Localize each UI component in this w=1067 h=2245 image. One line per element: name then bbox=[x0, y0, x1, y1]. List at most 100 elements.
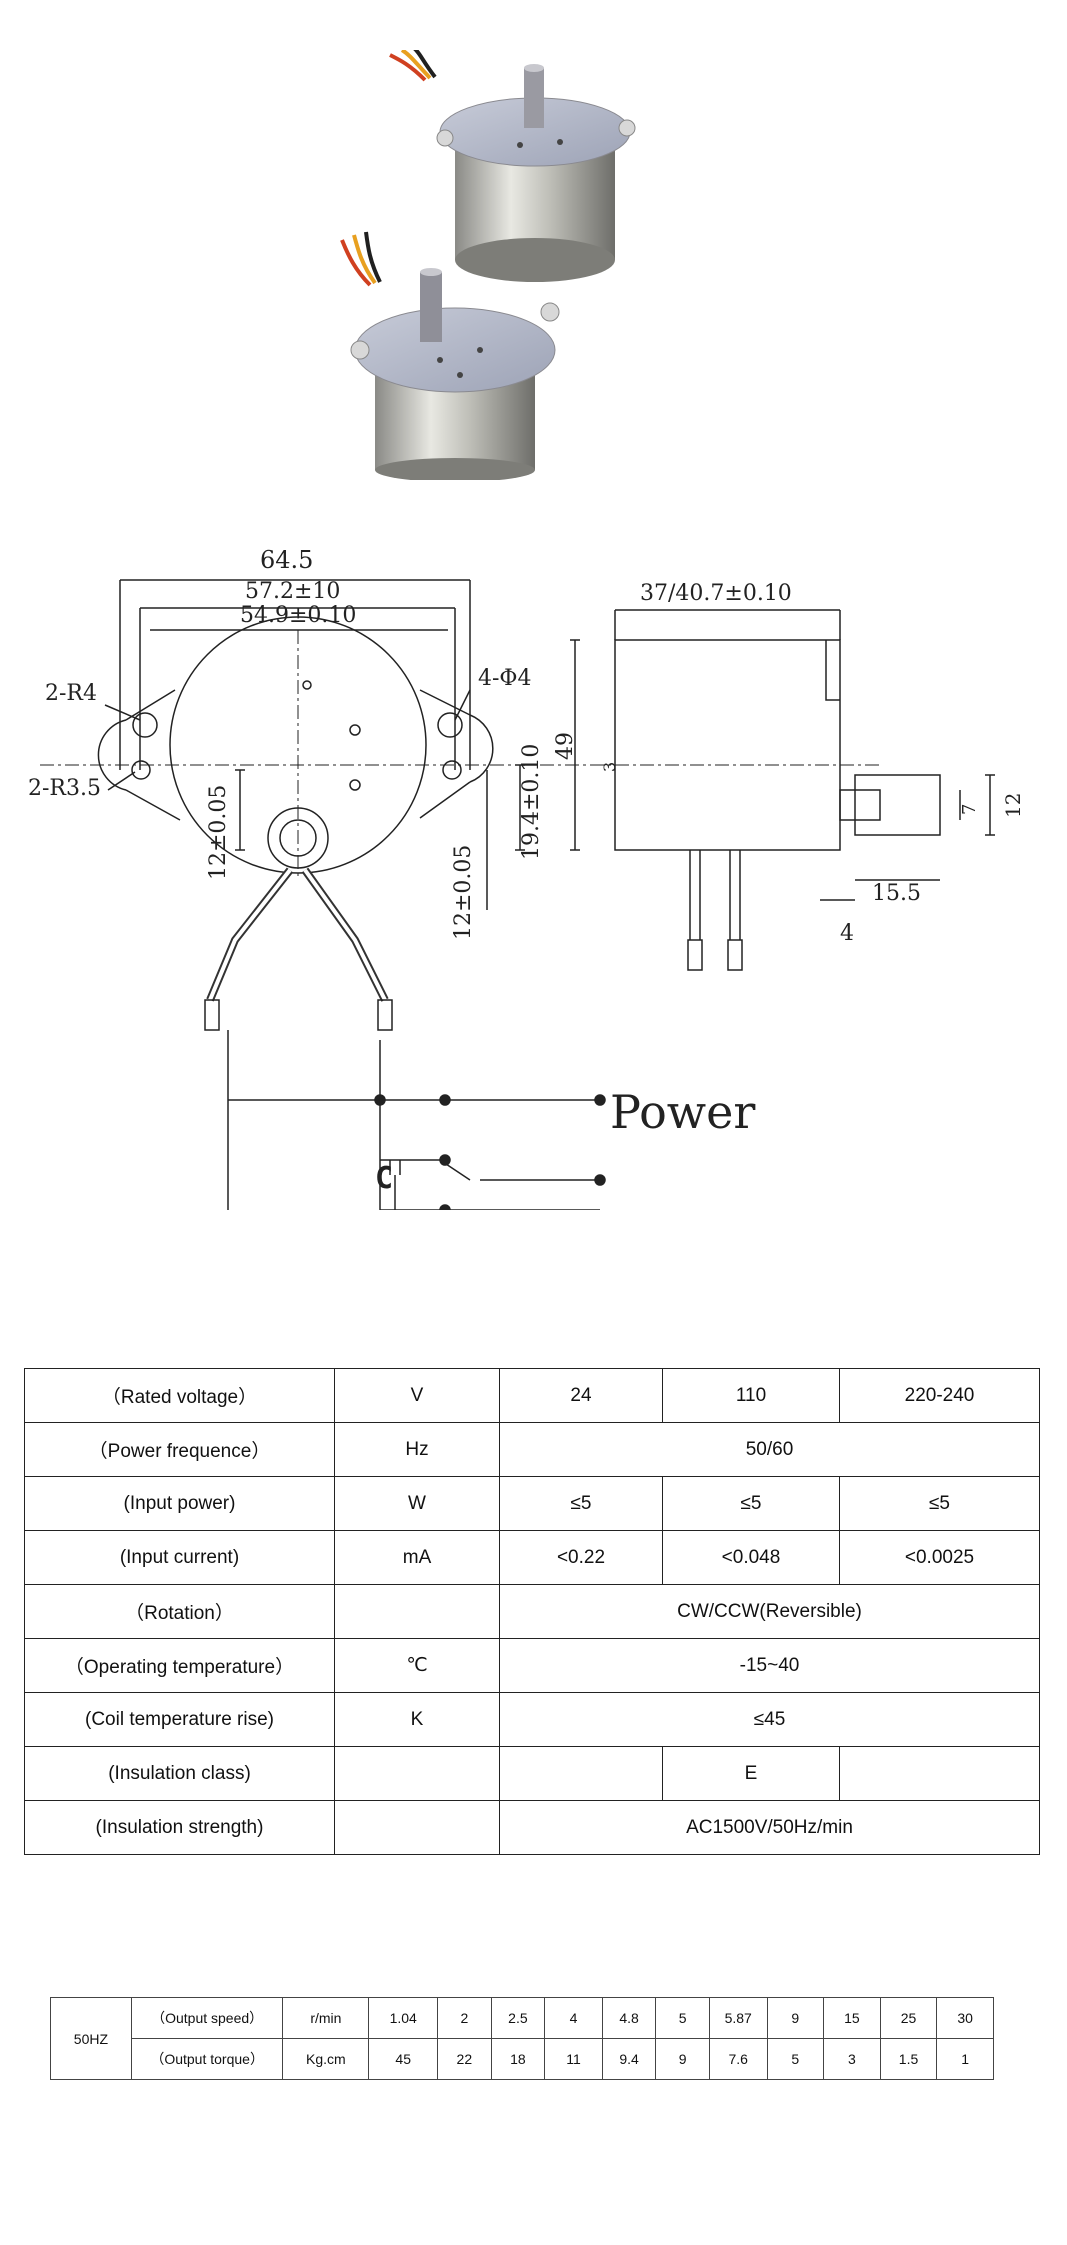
param-cell: (Input current) bbox=[24, 1530, 335, 1585]
unit-cell bbox=[334, 1746, 500, 1801]
value-cell: 220-240 bbox=[839, 1368, 1040, 1423]
dim-depth: 37/40.7±0.10 bbox=[640, 581, 792, 606]
dim-base: 4 bbox=[840, 921, 854, 946]
front-view bbox=[40, 579, 880, 1031]
dim-shaft-flat: 12 bbox=[1001, 793, 1025, 818]
dim-inner-span: 54.9±0.10 bbox=[240, 603, 356, 628]
value-cell: AC1500V/50Hz/min bbox=[499, 1800, 1040, 1855]
side-view bbox=[570, 609, 995, 971]
value-cell: -15~40 bbox=[499, 1638, 1040, 1693]
table-row: （Operating temperature） ℃ -15~40 bbox=[24, 1638, 1040, 1693]
motor-photo-top bbox=[389, 50, 636, 282]
table-row: （Rated voltage） V 24 110 220-240 bbox=[24, 1368, 1040, 1423]
value-cell: <0.22 bbox=[499, 1530, 663, 1585]
param-cell: （Operating temperature） bbox=[24, 1638, 335, 1693]
table-row: (Coil temperature rise) K ≤45 bbox=[24, 1692, 1040, 1747]
value-cell: ≤45 bbox=[499, 1692, 1040, 1747]
motor-photos bbox=[340, 50, 636, 480]
unit-cell: Hz bbox=[334, 1422, 500, 1477]
unit-cell: V bbox=[334, 1368, 500, 1423]
dim-lower-offset: 12±0.05 bbox=[451, 845, 476, 940]
value-cell: 50/60 bbox=[499, 1422, 1040, 1477]
dim-shaft-dia: 7 bbox=[959, 804, 980, 815]
param-cell: (Coil temperature rise) bbox=[24, 1692, 335, 1747]
param-cell: (Insulation strength) bbox=[24, 1800, 335, 1855]
speed-value: 2 bbox=[437, 1997, 492, 2039]
dim-height: 49 bbox=[553, 732, 578, 760]
value-cell: <0.048 bbox=[662, 1530, 840, 1585]
speed-value: 4.8 bbox=[601, 1997, 657, 2039]
speed-value: 30 bbox=[936, 1997, 994, 2039]
speed-label: （Output speed） bbox=[130, 1997, 284, 2039]
torque-value: 45 bbox=[368, 2038, 439, 2080]
value-cell: CW/CCW(Reversible) bbox=[499, 1584, 1040, 1639]
param-cell: （Rated voltage） bbox=[24, 1368, 335, 1423]
unit-cell: mA bbox=[334, 1530, 500, 1585]
dim-hole-dia: 4-Φ4 bbox=[478, 666, 531, 691]
value-cell: ≤5 bbox=[499, 1476, 663, 1531]
param-cell: （Power frequence） bbox=[24, 1422, 335, 1477]
speed-value: 5 bbox=[655, 1997, 710, 2039]
torque-value: 1.5 bbox=[879, 2038, 938, 2080]
param-cell: (Input power) bbox=[24, 1476, 335, 1531]
table-row: (Insulation strength) AC1500V/50Hz/min bbox=[24, 1800, 1040, 1855]
torque-value: 5 bbox=[766, 2038, 825, 2080]
speed-unit: r/min bbox=[282, 1997, 370, 2039]
table-row: (Input current) mA <0.22 <0.048 <0.0025 bbox=[24, 1530, 1040, 1585]
table-row: （Rotation） CW/CCW(Reversible) bbox=[24, 1584, 1040, 1639]
speed-value: 5.87 bbox=[708, 1997, 768, 2039]
torque-value: 11 bbox=[544, 2038, 603, 2080]
dim-small: 3 bbox=[600, 762, 619, 772]
dim-height-offset: 19.4±0.10 bbox=[519, 744, 544, 860]
speed-value: 2.5 bbox=[490, 1997, 546, 2039]
torque-unit: Kg.cm bbox=[282, 2038, 370, 2080]
dim-shaft-length: 15.5 bbox=[872, 881, 921, 906]
torque-label: （Output torque） bbox=[130, 2038, 284, 2080]
dim-hole-span: 57.2±10 bbox=[245, 579, 340, 604]
table-row: (Insulation class) E bbox=[24, 1746, 1040, 1801]
dim-overall-width: 64.5 bbox=[260, 546, 313, 574]
power-label: Power bbox=[610, 1085, 755, 1139]
speed-value: 1.04 bbox=[368, 1997, 439, 2039]
torque-value: 9.4 bbox=[601, 2038, 657, 2080]
technical-drawing: 64.5 57.2±10 54.9±0.10 2-R4 2-R3.5 4-Φ4 … bbox=[28, 546, 1025, 1210]
speed-value: 4 bbox=[544, 1997, 603, 2039]
table-row: (Input power) W ≤5 ≤5 ≤5 bbox=[24, 1476, 1040, 1531]
torque-value: 9 bbox=[655, 2038, 710, 2080]
motor-photo-bottom bbox=[340, 231, 560, 480]
table-row: （Power frequence） Hz 50/60 bbox=[24, 1422, 1040, 1477]
capacitor-label: C bbox=[375, 1161, 393, 1196]
value-cell: ≤5 bbox=[839, 1476, 1040, 1531]
unit-cell bbox=[334, 1800, 500, 1855]
dim-radius-large: 2-R4 bbox=[45, 681, 97, 706]
torque-value: 1 bbox=[936, 2038, 994, 2080]
torque-row: （Output torque） Kg.cm 45 22 18 11 9.4 9 … bbox=[51, 2038, 994, 2080]
torque-value: 3 bbox=[823, 2038, 881, 2080]
value-cell: E bbox=[662, 1746, 840, 1801]
speed-torque-table: 50HZ （Output speed） r/min 1.04 2 2.5 4 4… bbox=[50, 1997, 994, 2080]
value-cell: 110 bbox=[662, 1368, 840, 1423]
speed-value: 9 bbox=[766, 1997, 825, 2039]
torque-value: 18 bbox=[490, 2038, 546, 2080]
unit-cell bbox=[334, 1584, 500, 1639]
spec-table: （Rated voltage） V 24 110 220-240 （Power … bbox=[24, 1368, 1040, 1855]
freq-cell: 50HZ bbox=[50, 1997, 132, 2080]
torque-value: 22 bbox=[437, 2038, 492, 2080]
param-cell: (Insulation class) bbox=[24, 1746, 335, 1801]
value-cell bbox=[839, 1746, 1040, 1801]
torque-value: 7.6 bbox=[708, 2038, 768, 2080]
value-cell: 24 bbox=[499, 1368, 663, 1423]
unit-cell: W bbox=[334, 1476, 500, 1531]
dim-radius-small: 2-R3.5 bbox=[28, 776, 101, 801]
param-cell: （Rotation） bbox=[24, 1584, 335, 1639]
speed-value: 15 bbox=[823, 1997, 881, 2039]
speed-row: 50HZ （Output speed） r/min 1.04 2 2.5 4 4… bbox=[50, 1997, 994, 2080]
speed-value: 25 bbox=[879, 1997, 938, 2039]
dim-shaft-offset-left: 12±0.05 bbox=[206, 785, 231, 880]
value-cell: <0.0025 bbox=[839, 1530, 1040, 1585]
value-cell bbox=[499, 1746, 663, 1801]
value-cell: ≤5 bbox=[662, 1476, 840, 1531]
wiring-diagram bbox=[227, 1030, 606, 1210]
unit-cell: K bbox=[334, 1692, 500, 1747]
unit-cell: ℃ bbox=[334, 1638, 500, 1693]
